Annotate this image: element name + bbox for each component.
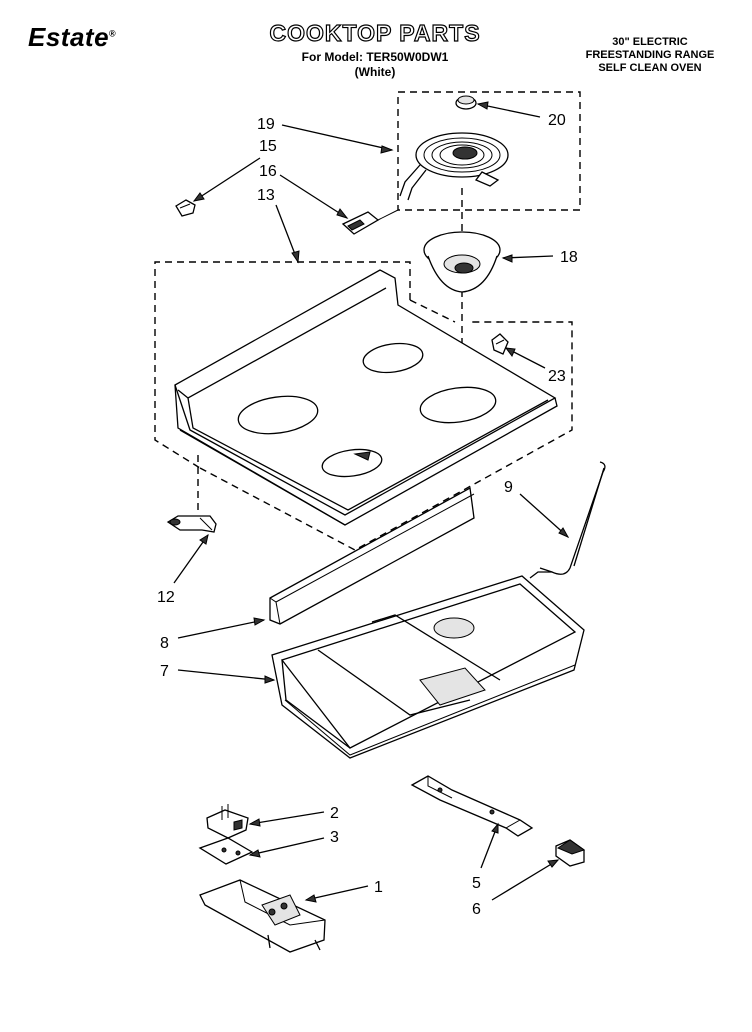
callout-19: 19 xyxy=(257,116,275,133)
part-15-clip xyxy=(175,199,196,217)
part-12-bracket xyxy=(166,515,217,533)
brand-name: Estate xyxy=(28,22,110,52)
callout-7: 7 xyxy=(160,663,169,680)
callout-16: 16 xyxy=(259,163,277,180)
leader-lines xyxy=(173,101,570,903)
part-18-drip-bowl xyxy=(423,231,501,293)
callout-20: 20 xyxy=(548,112,566,129)
callout-6: 6 xyxy=(472,901,481,918)
part-5-strip xyxy=(410,775,534,837)
callout-15: 15 xyxy=(259,138,277,155)
description-line-2: FREESTANDING RANGE xyxy=(585,49,715,61)
part-23-clip xyxy=(491,333,509,355)
callout-18: 18 xyxy=(560,249,578,266)
callout-12: 12 xyxy=(157,589,175,606)
page-title: COOKTOP PARTS xyxy=(269,19,481,46)
callout-23: 23 xyxy=(548,368,566,385)
part-1-bracket xyxy=(199,879,326,953)
callout-3: 3 xyxy=(330,829,339,846)
callout-8: 8 xyxy=(160,635,169,652)
model-info: For Model: TER50W0DW1 (White) xyxy=(240,50,510,80)
part-13-cooktop xyxy=(174,269,558,526)
callout-2: 2 xyxy=(330,805,339,822)
brand-logo: Estate® xyxy=(28,22,116,53)
part-6-terminal-block xyxy=(555,839,586,867)
product-description: 30" ELECTRIC FREESTANDING RANGE SELF CLE… xyxy=(560,36,740,75)
callout-13: 13 xyxy=(257,187,275,204)
description-line-1: 30" ELECTRIC xyxy=(612,36,688,48)
callout-numbers: 20 19 15 16 13 18 23 9 12 8 7 2 3 1 5 6 xyxy=(157,112,578,918)
part-20-surface-element-cap xyxy=(455,95,477,110)
part-8-strip xyxy=(269,486,475,625)
callout-9: 9 xyxy=(504,479,513,496)
description-line-3: SELF CLEAN OVEN xyxy=(598,62,702,74)
part-3-insulator xyxy=(198,837,254,865)
callout-5: 5 xyxy=(472,875,481,892)
part-7-burner-box xyxy=(271,575,585,759)
brand-registered-mark: ® xyxy=(109,28,117,39)
part-19-surface-element xyxy=(399,132,509,201)
model-number: For Model: TER50W0DW1 xyxy=(301,50,449,64)
part-2-switch xyxy=(206,804,249,839)
part-9-rod xyxy=(529,461,606,579)
model-variant: (White) xyxy=(354,65,396,79)
part-16-receptacle xyxy=(341,209,399,235)
callout-1: 1 xyxy=(374,879,383,896)
